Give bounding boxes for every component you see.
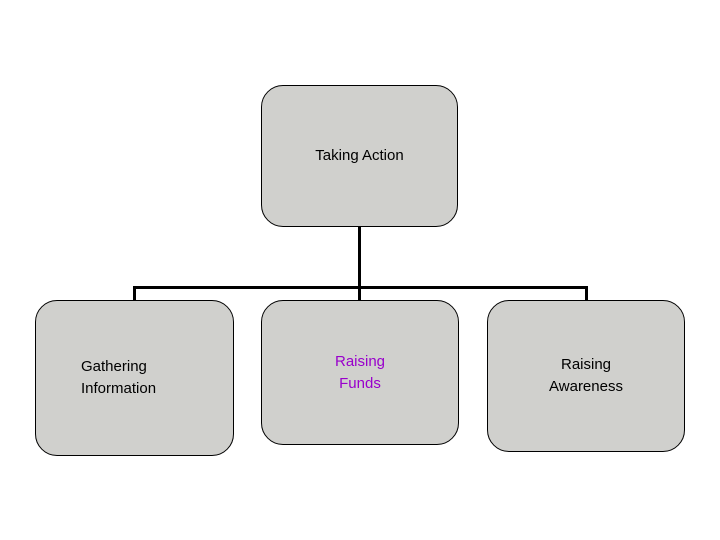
connector-drop-gathering-information: [133, 286, 136, 302]
connector-horizontal-bus: [133, 286, 588, 289]
node-taking-action[interactable]: Taking Action: [261, 85, 458, 227]
node-raising-awareness-label: Raising Awareness: [549, 356, 623, 395]
node-taking-action-label: Taking Action: [315, 147, 404, 164]
connector-drop-raising-awareness: [585, 286, 588, 302]
node-raising-awareness[interactable]: Raising Awareness: [487, 300, 685, 452]
node-raising-funds-label: Raising Funds: [334, 352, 386, 392]
node-gathering-information-label: Gathering Information: [81, 358, 157, 397]
node-raising-funds[interactable]: Raising Funds: [261, 300, 459, 445]
node-gathering-information[interactable]: Gathering Information: [35, 300, 234, 456]
connector-root-stem: [358, 227, 361, 302]
